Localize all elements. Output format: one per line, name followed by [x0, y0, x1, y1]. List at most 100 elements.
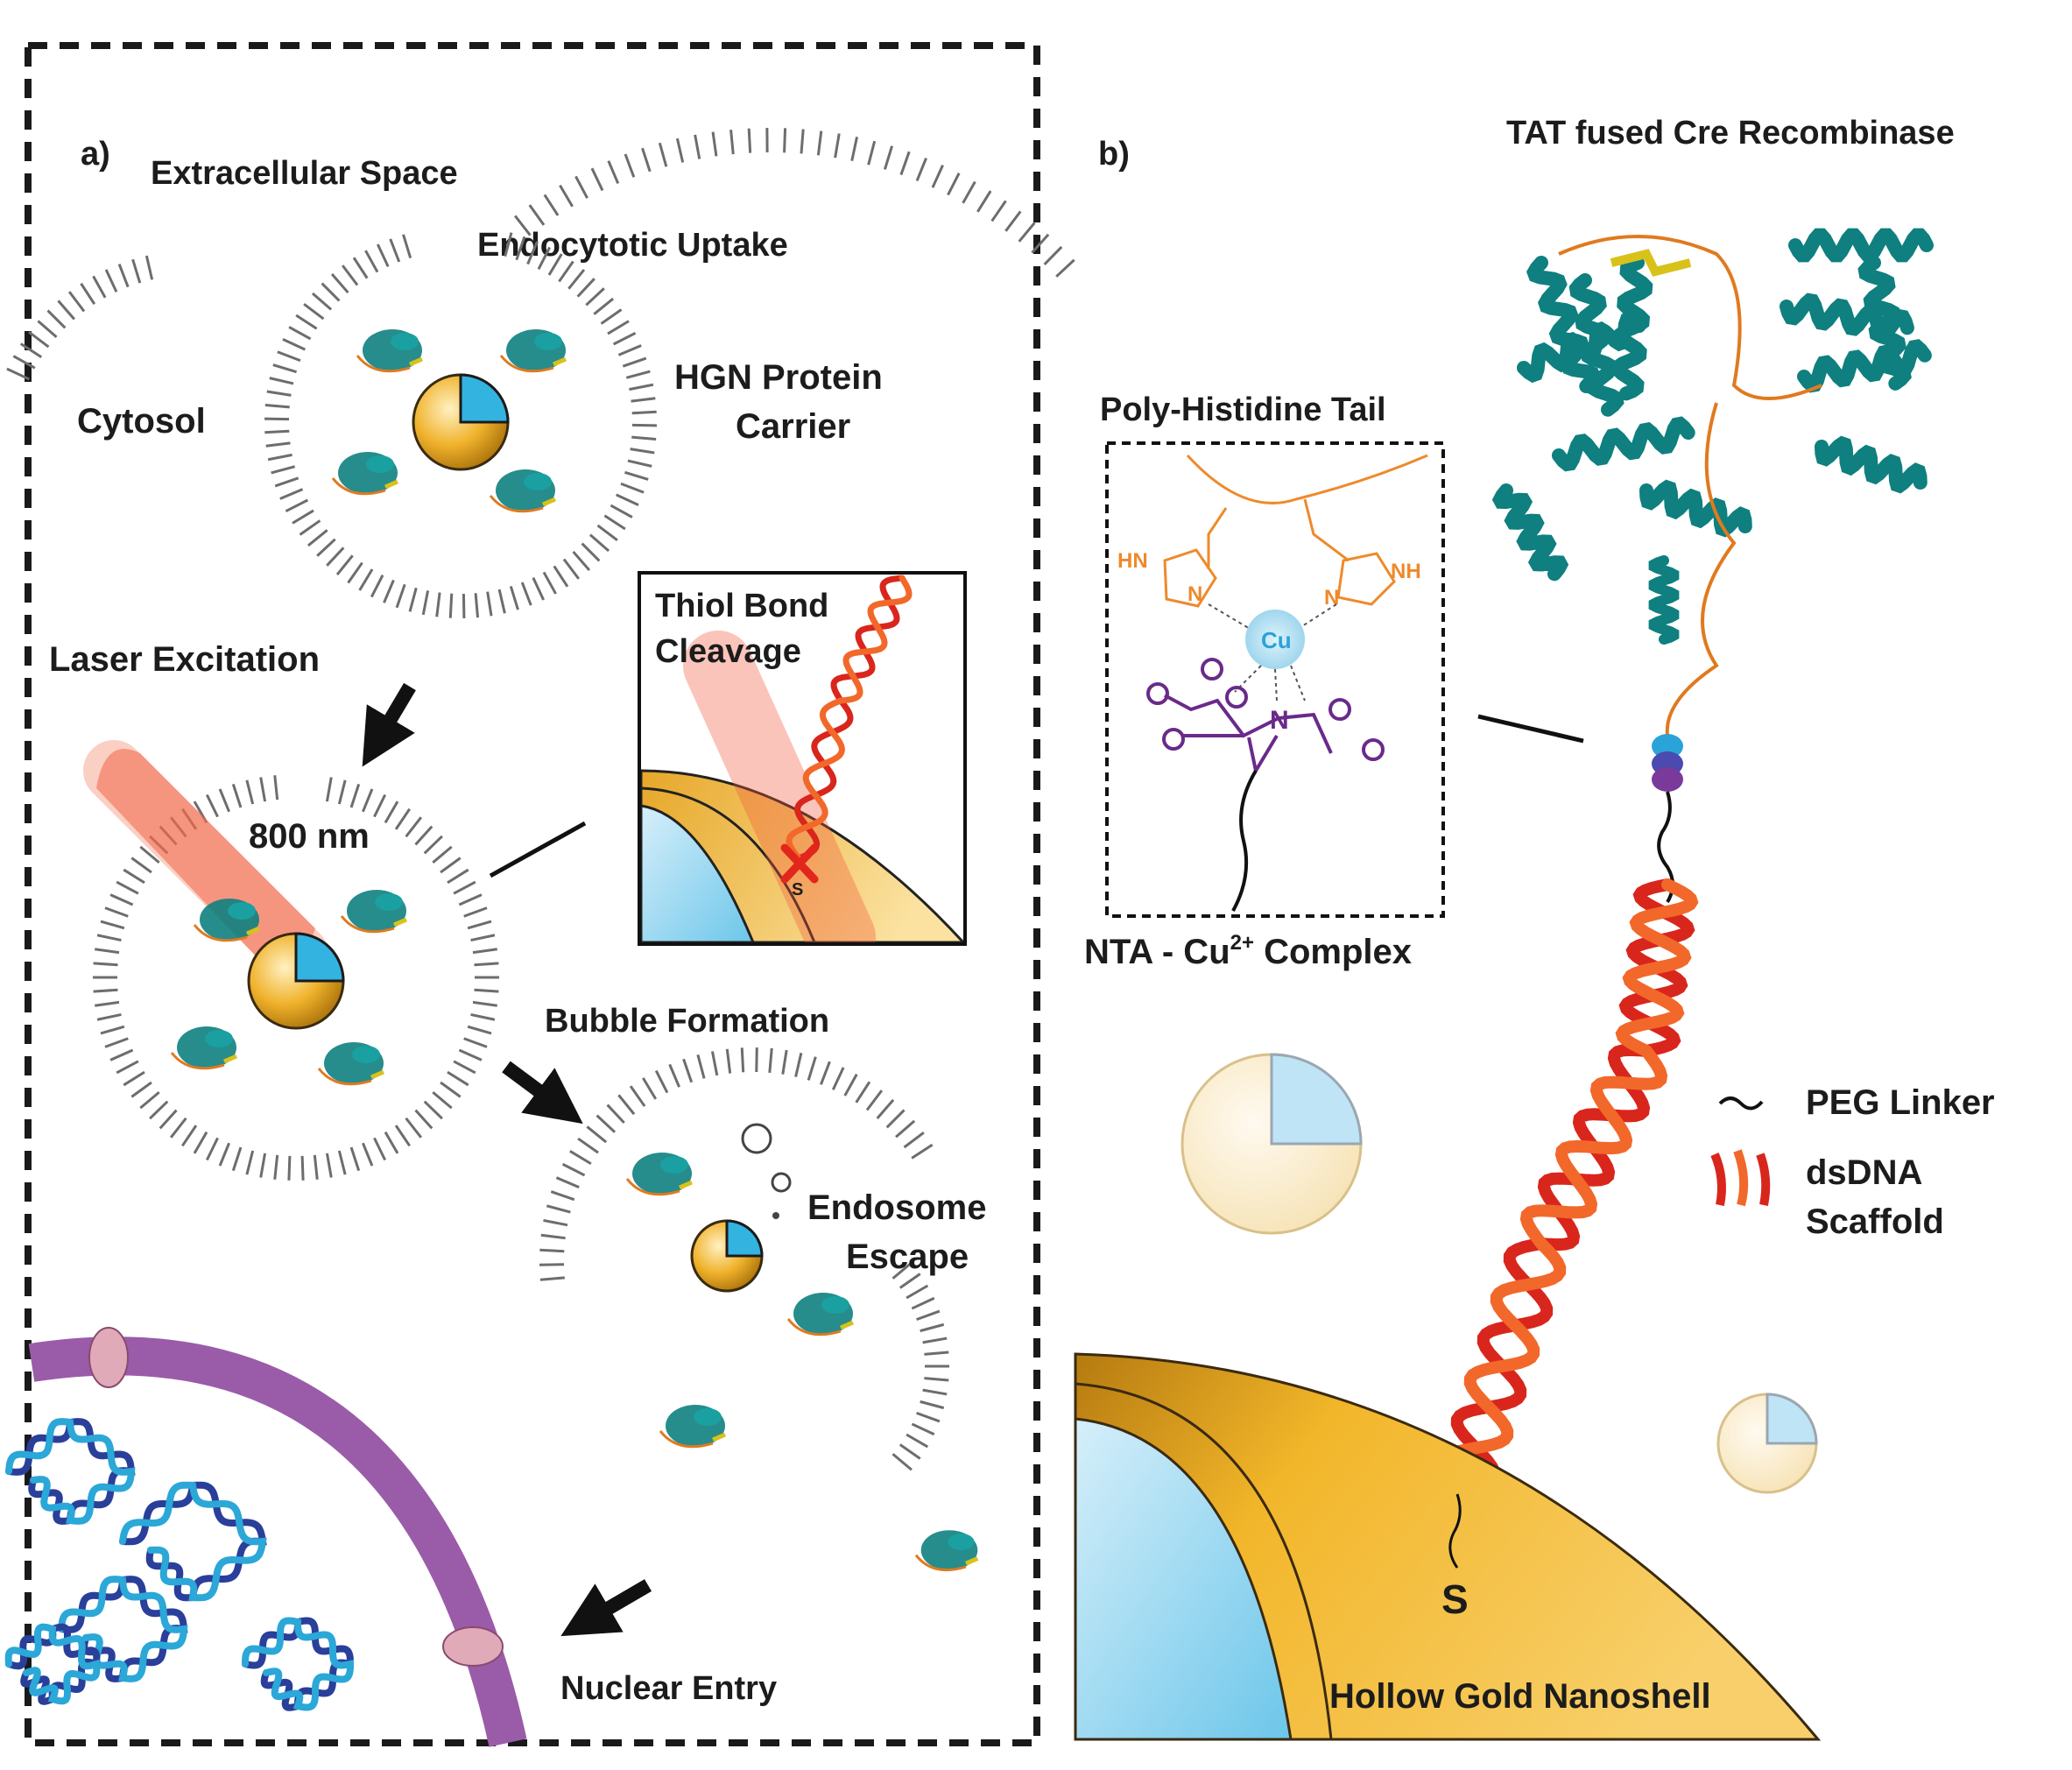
lipid-tick [93, 962, 118, 967]
lipid-tick [159, 1109, 178, 1130]
lipid-tick [807, 1056, 817, 1081]
lipid-tick [285, 498, 309, 513]
lipid-tick [474, 593, 480, 618]
inset-sulfur: S [792, 880, 803, 899]
lipid-tick [654, 1069, 669, 1094]
lipid-tick [130, 857, 152, 874]
lipid-tick [916, 1411, 941, 1423]
protein-loop [331, 477, 386, 496]
chromatin [4, 1418, 354, 1711]
lipid-tick [267, 453, 292, 462]
protein-loop [193, 924, 248, 942]
lipid-tick [850, 137, 859, 162]
lipid-tick [509, 585, 519, 610]
cre-recombinase-structure [1491, 228, 1934, 737]
protein-loop [914, 1554, 967, 1572]
lipid-tick [92, 275, 107, 299]
lipid-tick [885, 1109, 906, 1129]
lipid-tick [467, 920, 492, 930]
protein-helix [375, 893, 403, 911]
lipid-tick [95, 1000, 120, 1007]
lipid-tick [231, 1146, 243, 1172]
protein-helix [821, 1296, 849, 1314]
lipid-tick [711, 131, 718, 157]
nta-cu-chemistry: HN N NH N Cu N [1117, 454, 1428, 912]
lipid-tick [453, 1060, 476, 1075]
label-escape-line2: Escape [846, 1238, 969, 1276]
protein-sheet [553, 356, 567, 367]
bubble [771, 1172, 792, 1193]
histidine-inset-frame [1105, 441, 1445, 918]
lipid-tick [325, 777, 333, 802]
lipid-tick [447, 1070, 469, 1087]
dna-strand [5, 1418, 136, 1525]
protein-helix [534, 333, 562, 350]
protein-cluster [331, 329, 567, 513]
bubble [772, 1212, 779, 1219]
lipid-tick [947, 172, 961, 196]
lipid-tick [555, 1176, 580, 1188]
laser-beam [96, 749, 315, 968]
protein-sheet [679, 1180, 693, 1190]
lipid-tick [362, 788, 374, 813]
legend-dsdna-label1: dsDNA [1806, 1153, 1922, 1192]
lipid-tick [892, 1453, 913, 1471]
lipid-tick [362, 1142, 374, 1167]
nuclear-pore [442, 1626, 504, 1667]
lipid-tick [976, 190, 992, 213]
lipid-tick [463, 1037, 488, 1048]
lipid-tick [109, 1048, 134, 1061]
protein-sheet [965, 1556, 979, 1566]
label-bubble-formation: Bubble Formation [545, 1003, 829, 1040]
lipid-tick [542, 571, 557, 595]
lipid-tick [543, 194, 560, 216]
protein-helix [1526, 256, 1602, 393]
lipid-tick [550, 1190, 575, 1202]
lipid-tick [123, 868, 145, 885]
lipid-tick [630, 448, 655, 455]
chem-cu: Cu [1261, 627, 1292, 653]
lipid-tick [899, 1443, 921, 1460]
lipid-tick [572, 550, 591, 572]
lipid-tick [205, 793, 219, 818]
protein-cluster [625, 1153, 979, 1572]
lipid-tick [274, 476, 300, 488]
thiol-inset: S Thiol Bond Cleavage [638, 571, 967, 946]
lipid-tick [364, 250, 379, 273]
lipid-tick [1018, 222, 1036, 243]
label-endocytotic-uptake: Endocytotic Uptake [477, 227, 788, 264]
protein-helix [1639, 479, 1752, 538]
lipid-tick [876, 1098, 895, 1119]
lipid-tick [581, 542, 601, 562]
lipid-tick [321, 282, 341, 302]
lipid-tick [325, 1153, 333, 1178]
lipid-tick [540, 1233, 566, 1240]
lipid-tick [383, 579, 395, 603]
lipid-tick [218, 1142, 230, 1167]
lipid-tick [402, 234, 412, 259]
lipid-tick [432, 845, 453, 864]
protein-sheet [223, 1054, 237, 1064]
lipid-tick [472, 948, 497, 955]
bubble [741, 1123, 772, 1154]
protein-helix [1788, 228, 1934, 263]
nucleus [4, 1327, 527, 1747]
lipid-tick [472, 1000, 497, 1007]
arrow-bubble [502, 1061, 583, 1125]
lipid-tick [710, 1051, 719, 1076]
legend-dsdna-label2: Scaffold [1806, 1202, 1944, 1241]
lipid-tick [273, 775, 279, 800]
panel-b-label: b) [1098, 136, 1130, 173]
protein-sheet [840, 1320, 854, 1330]
lipid-tick [104, 1037, 129, 1048]
lipid-tick [629, 383, 654, 391]
lipid-tick [231, 783, 243, 808]
lipid-tick [899, 151, 911, 176]
lipid-tick [539, 1276, 565, 1281]
panel-a: a) Extracellular Space Endocytotic Uptak… [4, 42, 1075, 1747]
lipid-tick [458, 893, 483, 906]
lipid-tick [272, 363, 298, 374]
lipid-tick [883, 145, 894, 170]
lipid-tick [922, 1388, 948, 1396]
lipid-tick [831, 1067, 845, 1090]
